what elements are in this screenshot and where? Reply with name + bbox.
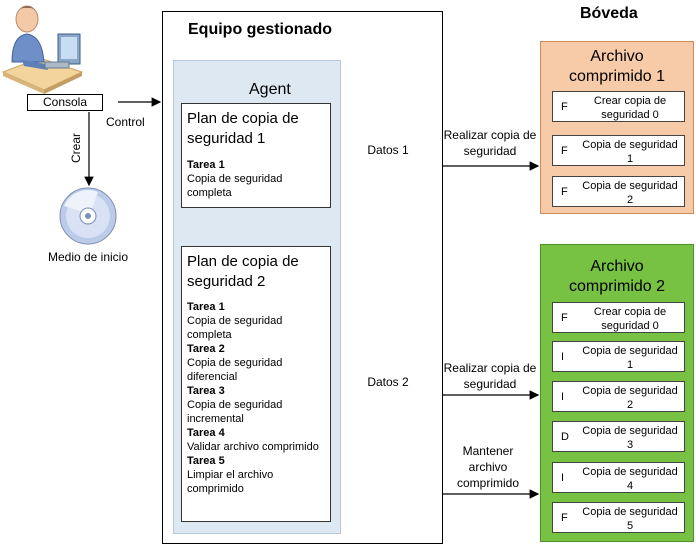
archive2-entry-label: Crear copia de seguridad 0 bbox=[593, 306, 667, 332]
archive2-title: Archivo comprimido 2 bbox=[568, 258, 666, 295]
plan2-task-5: Tarea 5 Limpiar el archivo comprimido bbox=[187, 454, 327, 496]
archive2-entry[interactable]: I Copia de seguridad 2 bbox=[552, 381, 685, 412]
archive2-entry-type: I bbox=[561, 472, 565, 484]
plan2-task-1-name: Tarea 1 bbox=[187, 301, 225, 313]
archive1-entry-type: F bbox=[561, 101, 568, 113]
maintain-arrow-label: Mantener archivo comprimido bbox=[456, 444, 519, 490]
plan1-task-1-name: Tarea 1 bbox=[187, 159, 225, 171]
archive2-entry-type: D bbox=[561, 431, 569, 443]
archive2-entry-label: Copia de seguridad 4 bbox=[582, 466, 678, 492]
plan2-task-4-name: Tarea 4 bbox=[187, 427, 225, 439]
archive-1[interactable]: Archivo comprimido 1 F Crear copia de se… bbox=[540, 41, 694, 214]
archive2-entry-type: F bbox=[561, 512, 568, 524]
archive2-entry[interactable]: I Copia de seguridad 1 bbox=[552, 341, 685, 372]
plan2-title: Plan de copia de seguridad 2 bbox=[187, 253, 299, 290]
plan1-task-1-desc: Copia de seguridad completa bbox=[187, 173, 283, 199]
archive2-entry-type: I bbox=[561, 391, 565, 403]
archive2-entry[interactable]: F Copia de seguridad 5 bbox=[552, 502, 685, 533]
archive2-entry-label: Copia de seguridad 3 bbox=[582, 425, 678, 451]
vault-title: Bóveda bbox=[580, 5, 638, 22]
archive2-entry[interactable]: F Crear copia de seguridad 0 bbox=[552, 302, 685, 333]
archive2-entry[interactable]: I Copia de seguridad 4 bbox=[552, 462, 685, 493]
plan2-task-3-desc: Copia de seguridad incremental bbox=[187, 399, 283, 425]
plan2-task-5-desc: Limpiar el archivo comprimido bbox=[187, 469, 274, 495]
archive2-entry-label: Copia de seguridad 2 bbox=[582, 385, 678, 411]
data2-label: Datos 2 bbox=[367, 375, 409, 389]
plan1-title: Plan de copia de seguridad 1 bbox=[187, 110, 299, 147]
backup-plan-1[interactable]: Plan de copia de seguridad 1 Tarea 1 Cop… bbox=[181, 103, 331, 208]
archive1-entry-label: Crear copia de seguridad 0 bbox=[593, 95, 667, 121]
archive1-entry-type: F bbox=[561, 145, 568, 157]
console-label: Consola bbox=[42, 95, 88, 109]
archive2-entry-type: I bbox=[561, 351, 565, 363]
plan2-task-5-name: Tarea 5 bbox=[187, 455, 225, 467]
boot-media-disc-icon bbox=[59, 187, 117, 245]
plan2-task-1: Tarea 1 Copia de seguridad completa bbox=[187, 300, 327, 342]
plan2-task-3: Tarea 3 Copia de seguridad incremental bbox=[187, 384, 327, 426]
agent-title: Agent bbox=[249, 81, 291, 98]
archive2-entry[interactable]: D Copia de seguridad 3 bbox=[552, 421, 685, 452]
archive1-entry[interactable]: F Copia de seguridad 2 bbox=[552, 176, 685, 207]
backup2-arrow-label: Realizar copia de seguridad bbox=[443, 361, 537, 391]
archive1-entry-label: Copia de seguridad 1 bbox=[582, 139, 678, 165]
archive1-title: Archivo comprimido 1 bbox=[568, 48, 666, 85]
plan2-task-2: Tarea 2 Copia de seguridad diferencial bbox=[187, 342, 327, 384]
plan2-task-3-name: Tarea 3 bbox=[187, 385, 225, 397]
archive2-entry-type: F bbox=[561, 312, 568, 324]
plan1-task-1: Tarea 1 Copia de seguridad completa bbox=[187, 158, 327, 200]
archive1-entry[interactable]: F Crear copia de seguridad 0 bbox=[552, 91, 685, 122]
archive1-entry-label: Copia de seguridad 2 bbox=[582, 180, 678, 206]
console-person-icon bbox=[1, 5, 84, 94]
archive-2[interactable]: Archivo comprimido 2 F Crear copia de se… bbox=[540, 244, 694, 542]
plan2-task-4-desc: Validar archivo comprimido bbox=[187, 441, 319, 453]
archive1-entry[interactable]: F Copia de seguridad 1 bbox=[552, 135, 685, 166]
control-label: Control bbox=[106, 115, 145, 129]
backup1-arrow-label: Realizar copia de seguridad bbox=[443, 128, 537, 158]
plan2-task-2-desc: Copia de seguridad diferencial bbox=[187, 357, 283, 383]
plan2-task-4: Tarea 4 Validar archivo comprimido bbox=[187, 426, 327, 454]
managed-machine-title: Equipo gestionado bbox=[188, 21, 332, 38]
archive1-entry-type: F bbox=[561, 186, 568, 198]
backup-plan-2[interactable]: Plan de copia de seguridad 2 Tarea 1 Cop… bbox=[181, 246, 331, 522]
create-label: Crear bbox=[69, 133, 83, 164]
boot-media-label: Medio de inicio bbox=[47, 250, 129, 264]
archive2-entry-label: Copia de seguridad 1 bbox=[582, 345, 678, 371]
data1-label: Datos 1 bbox=[367, 143, 409, 157]
console-box[interactable]: Consola bbox=[27, 94, 103, 111]
archive2-entry-label: Copia de seguridad 5 bbox=[582, 506, 678, 532]
plan2-task-2-name: Tarea 2 bbox=[187, 343, 225, 355]
plan2-task-1-desc: Copia de seguridad completa bbox=[187, 315, 283, 341]
